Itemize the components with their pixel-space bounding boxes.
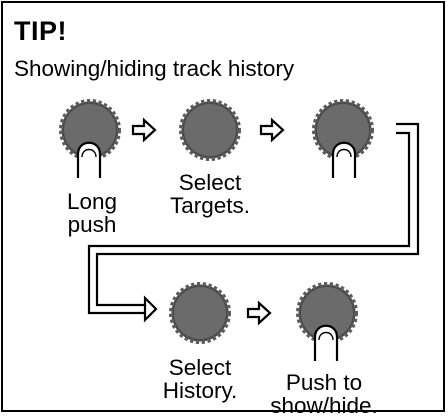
caption-step-2-line2: Targets.	[169, 193, 251, 218]
arrow-icon-3	[246, 301, 272, 325]
finger-icon-step-5	[313, 324, 339, 363]
knob-step-4	[169, 282, 231, 344]
tip-title: TIP!	[14, 16, 67, 46]
caption-step-5: Push to show/hide.	[264, 371, 384, 417]
arrow-icon-2	[259, 118, 285, 142]
caption-step-2: Select Targets.	[160, 171, 260, 217]
caption-step-1: Long push	[52, 190, 132, 236]
caption-step-4-line1: Select	[168, 355, 232, 380]
caption-step-1-line2: push	[67, 212, 117, 237]
caption-step-2-line1: Select	[178, 170, 242, 195]
finger-icon-step-1	[76, 141, 102, 180]
knob-step-2	[179, 99, 241, 161]
tip-subtitle: Showing/hiding track history	[14, 56, 295, 81]
caption-step-5-line1: Push to	[285, 370, 363, 395]
caption-step-4-line2: History.	[162, 378, 238, 403]
caption-step-1-line1: Long	[66, 189, 118, 214]
caption-step-4: Select History.	[150, 356, 250, 402]
caption-step-5-line2: show/hide.	[270, 393, 378, 418]
tip-box	[1, 1, 445, 412]
finger-icon-step-3	[331, 141, 357, 180]
connector-arrow	[87, 122, 420, 323]
arrow-icon-1	[131, 118, 157, 142]
